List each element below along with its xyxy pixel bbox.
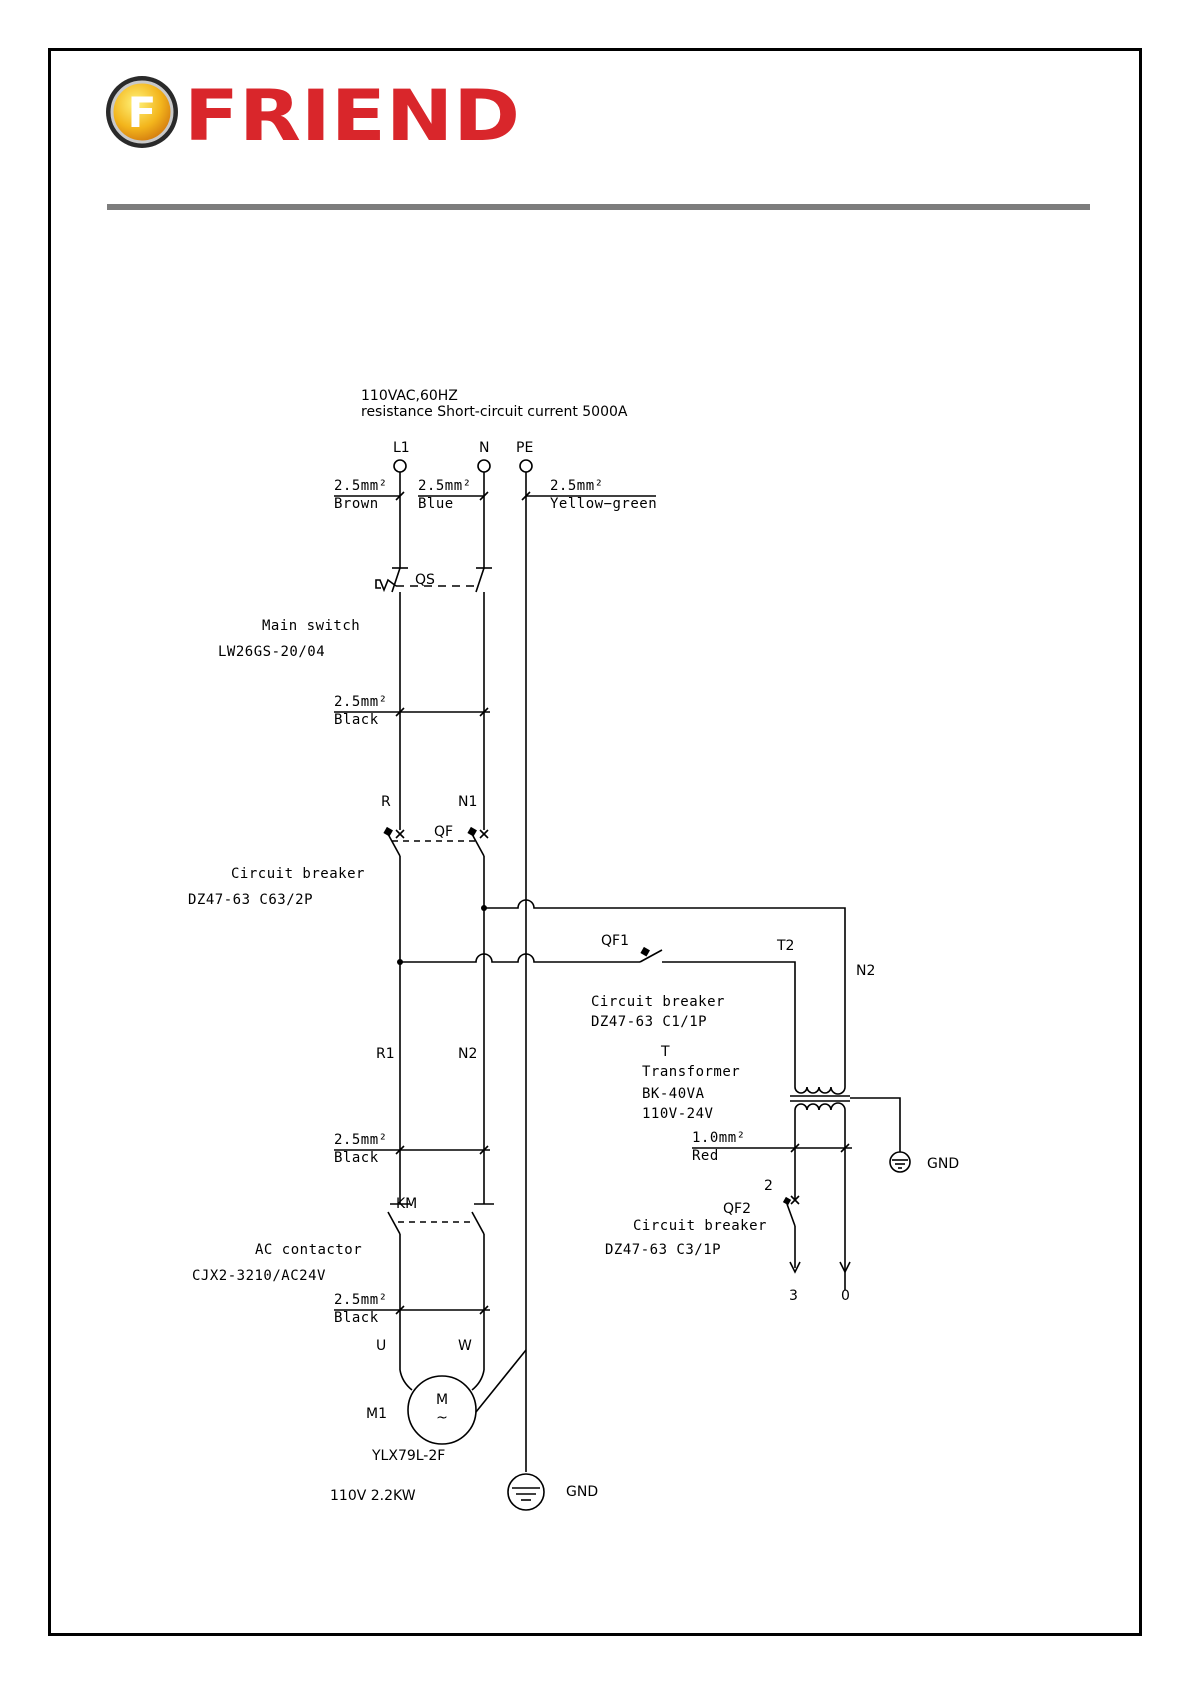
terminal-n	[477, 459, 491, 473]
wire-marks-red	[692, 1143, 852, 1153]
motor-symbol-ac: ~	[436, 1410, 448, 1426]
transformer-rating: 110V-24V	[642, 1106, 714, 1122]
wire-size-black-3: 2.5mm²	[334, 1292, 388, 1308]
main-switch-model: LW26GS-20/04	[218, 644, 325, 660]
main-gnd-label: GND	[566, 1484, 598, 1500]
motor-symbol-m: M	[436, 1392, 448, 1408]
terminal-n-label: N	[479, 440, 489, 456]
node-n2: N2	[458, 1046, 477, 1062]
node-0: 0	[841, 1288, 850, 1304]
logo-wordmark: FRIEND	[184, 75, 520, 150]
breaker-main-symbol	[383, 826, 489, 1150]
wire-marks-black-3	[334, 1305, 490, 1315]
contactor-name: AC contactor	[255, 1242, 362, 1258]
breaker-qf2-name: Circuit breaker	[633, 1218, 767, 1234]
wire-color-brown: Brown	[334, 496, 379, 512]
wire-size-brown: 2.5mm²	[334, 478, 388, 494]
terminal-pe	[519, 459, 533, 473]
wire-color-black-3: Black	[334, 1310, 379, 1326]
node-n1: N1	[458, 794, 477, 810]
page-border	[48, 48, 1142, 1636]
friend-logo: F FRIEND	[106, 75, 520, 150]
wire-size-red: 1.0mm²	[692, 1130, 746, 1146]
transformer-name: Transformer	[642, 1064, 740, 1080]
main-switch-name: Main switch	[262, 618, 360, 634]
breaker-qf1-tag: QF1	[601, 933, 629, 949]
node-2: 2	[764, 1178, 773, 1194]
logo-badge-letter: F	[128, 88, 157, 137]
main-ground-icon	[507, 1473, 545, 1511]
wire-marks-black-1	[334, 707, 490, 717]
node-n2-right: N2	[856, 963, 875, 979]
contactor-symbol	[387, 1150, 494, 1370]
node-r: R	[381, 794, 391, 810]
wire-size-black-2: 2.5mm²	[334, 1132, 388, 1148]
wire-size-yellow-green: 2.5mm²	[550, 478, 604, 494]
node-u: U	[376, 1338, 386, 1354]
transformer-tag: T	[660, 1044, 670, 1060]
wire-color-black-2: Black	[334, 1150, 379, 1166]
wire-size-blue: 2.5mm²	[418, 478, 472, 494]
terminal-l1-label: L1	[393, 440, 410, 456]
breaker-qf1-model: DZ47-63 C1/1P	[591, 1014, 707, 1030]
header-rule	[107, 204, 1090, 210]
breaker-main-tag: QF	[434, 824, 453, 840]
motor-rating: 110V 2.2KW	[330, 1488, 416, 1504]
wire-marks-top	[334, 491, 656, 501]
wire-color-black-1: Black	[334, 712, 379, 728]
wire-size-black-1: 2.5mm²	[334, 694, 388, 710]
breaker-main-model: DZ47-63 C63/2P	[188, 892, 313, 908]
wire-color-blue: Blue	[418, 496, 454, 512]
node-3: 3	[789, 1288, 798, 1304]
transformer-ground-icon	[889, 1151, 911, 1173]
contactor-model: CJX2-3210/AC24V	[192, 1268, 326, 1284]
node-r1: R1	[376, 1046, 395, 1062]
breaker-main-name: Circuit breaker	[231, 866, 365, 882]
conductors	[392, 472, 527, 1350]
main-switch-tag: QS	[415, 572, 435, 588]
control-taps	[397, 899, 846, 1087]
motor-symbol	[399, 1349, 527, 1472]
breaker-qf2-symbol	[782, 1195, 851, 1274]
transformer-gnd-label: GND	[927, 1156, 959, 1172]
motor-model: YLX79L-2F	[371, 1448, 445, 1464]
motor-tag: M1	[366, 1406, 387, 1422]
supply-voltage: 110VAC,60HZ	[361, 388, 458, 404]
terminal-l1	[393, 459, 407, 473]
supply-short-circuit: resistance Short-circuit current 5000A	[361, 404, 628, 420]
breaker-qf2-model: DZ47-63 C3/1P	[605, 1242, 721, 1258]
transformer-model: BK-40VA	[642, 1086, 705, 1102]
terminal-pe-label: PE	[516, 440, 533, 456]
conductors-mid	[399, 612, 485, 830]
transformer-symbol	[790, 1086, 901, 1290]
breaker-qf2-tag: QF2	[723, 1201, 751, 1217]
breaker-qf1-name: Circuit breaker	[591, 994, 725, 1010]
wire-color-yellow-green: Yellow−green	[550, 496, 657, 512]
main-switch-symbol	[375, 567, 485, 612]
wire-color-red: Red	[692, 1148, 719, 1164]
node-w: W	[458, 1338, 472, 1354]
node-t2: T2	[776, 938, 794, 954]
